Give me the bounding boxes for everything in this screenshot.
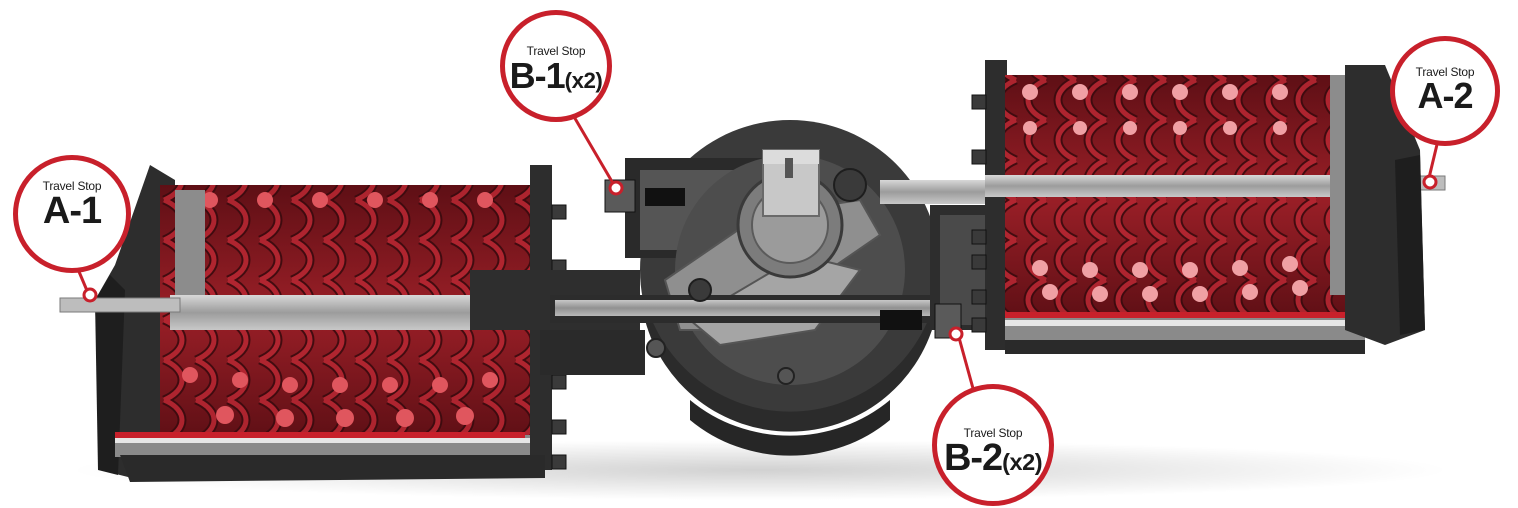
right-spring-cylinder: [971, 60, 1446, 354]
callout-label: Travel Stop: [526, 44, 586, 58]
callout-travel-stop-a2: Travel Stop A-2: [1390, 36, 1500, 146]
callout-code: A-2: [1417, 75, 1473, 116]
callout-code: A-1: [42, 190, 102, 232]
callout-label: Travel Stop: [42, 179, 102, 193]
callout-label: Travel Stop: [1415, 65, 1475, 79]
leader-end-dots: [82, 174, 1438, 342]
callout-travel-stop-a1: Travel Stop A-1: [13, 155, 131, 273]
callout-travel-stop-b1: Travel Stop B-1(x2): [500, 10, 612, 122]
callout-code: B-1(x2): [509, 55, 603, 96]
callout-travel-stop-b2: Travel Stop B-2(x2): [932, 384, 1054, 506]
callout-label: Travel Stop: [963, 426, 1023, 440]
callout-code: B-2(x2): [943, 437, 1043, 479]
